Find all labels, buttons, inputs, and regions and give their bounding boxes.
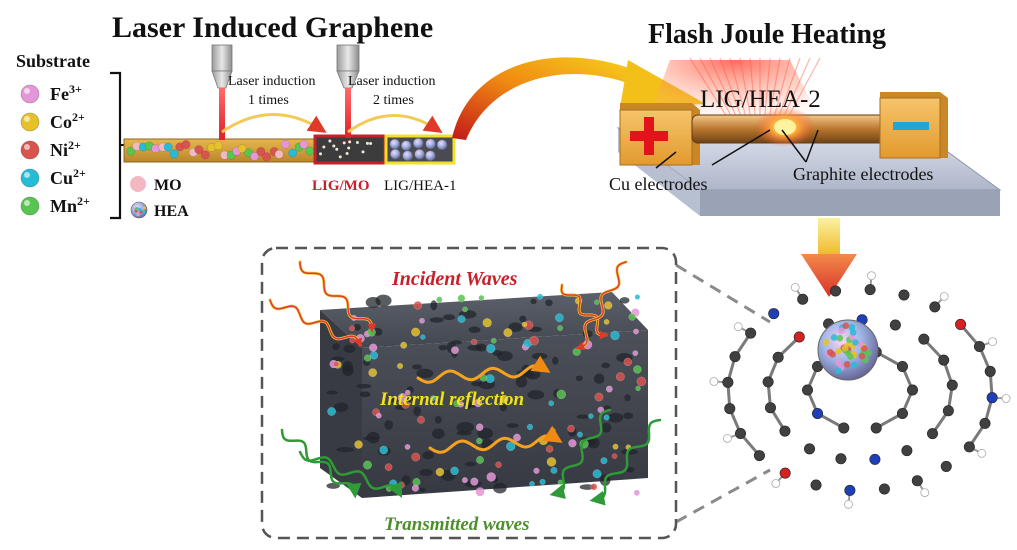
ion-dot-co bbox=[20, 112, 40, 132]
laser-beam-1 bbox=[219, 88, 225, 140]
hea-legend-label: HEA bbox=[154, 203, 189, 220]
legend: MO HEA bbox=[130, 176, 189, 220]
foam-pores bbox=[326, 294, 639, 494]
mo-legend-dot bbox=[130, 176, 146, 192]
cu-electrodes-label: Cu electrodes bbox=[609, 174, 707, 194]
lig-mo-segment bbox=[313, 134, 387, 165]
positive-sign-horizontal bbox=[630, 131, 668, 141]
foam-particles bbox=[327, 293, 647, 497]
ion-dot-fe bbox=[20, 84, 40, 104]
lig-hea1-label: LIG/HEA-1 bbox=[384, 178, 456, 194]
ion-dot-ni bbox=[20, 140, 40, 160]
molecular-structure bbox=[709, 271, 1011, 509]
ion-label-mn: Mn2+ bbox=[50, 194, 90, 216]
lig-hea1-particles bbox=[389, 137, 448, 161]
laser-induction-2-line1: Laser induction bbox=[348, 74, 435, 89]
ion-label-cu: Cu2+ bbox=[50, 166, 86, 188]
zoom-line-bottom bbox=[675, 468, 771, 524]
mo-legend-label: MO bbox=[154, 177, 182, 194]
laser-induction-arrow-2 bbox=[347, 114, 443, 134]
incident-waves-label: Incident Waves bbox=[391, 268, 518, 290]
laser-head-2 bbox=[336, 44, 360, 138]
substrate-panel: Substrate Fe3+ Co2+ Ni2+ Cu2+ Mn2+ bbox=[16, 51, 128, 220]
laser-induction-1-line1: Laser induction bbox=[228, 74, 315, 89]
lig-mo-specks bbox=[319, 139, 373, 159]
graphite-pointer-b bbox=[781, 129, 807, 163]
ion-dot-cu bbox=[20, 168, 40, 188]
laser-induction-2-line2: 2 times bbox=[373, 93, 414, 108]
hea-legend-texture bbox=[134, 206, 146, 217]
title-flash-joule-heating: Flash Joule Heating bbox=[648, 19, 886, 50]
laser-induction-arrow-1 bbox=[221, 113, 327, 134]
laser-head-1 bbox=[211, 44, 233, 140]
laser-induction-1-line2: 1 times bbox=[248, 93, 289, 108]
ion-label-fe: Fe3+ bbox=[50, 82, 82, 104]
substrate-strip bbox=[123, 138, 317, 163]
negative-sign bbox=[893, 122, 929, 130]
substrate-heading: Substrate bbox=[16, 51, 90, 71]
foam-block bbox=[320, 292, 648, 498]
title-laser-induced-graphene: Laser Induced Graphene bbox=[112, 11, 433, 44]
ion-label-ni: Ni2+ bbox=[50, 138, 81, 160]
lig-hea2-label: LIG/HEA-2 bbox=[700, 86, 821, 113]
laser-beam-2 bbox=[345, 88, 351, 138]
down-arrow bbox=[801, 218, 857, 297]
flash-joule-device bbox=[616, 57, 1002, 216]
ion-dot-mn bbox=[20, 196, 40, 216]
ion-label-co: Co2+ bbox=[50, 110, 85, 132]
lig-hea1-segment bbox=[384, 134, 456, 165]
ion-list: Fe3+ Co2+ Ni2+ Cu2+ Mn2+ bbox=[20, 82, 90, 216]
foam-inset-frame bbox=[260, 246, 678, 540]
transmitted-waves-label: Transmitted waves bbox=[384, 514, 530, 535]
internal-reflection-label: Internal reflection bbox=[379, 389, 524, 410]
lig-mo-label: LIG/MO bbox=[312, 178, 370, 194]
cu-electrode-pointer bbox=[655, 151, 677, 169]
substrate-bracket bbox=[110, 71, 122, 220]
graphite-pointer-c bbox=[805, 129, 819, 163]
graphite-pointer-a bbox=[711, 129, 771, 166]
zoom-line-top bbox=[675, 263, 771, 324]
wave-paths bbox=[268, 260, 662, 506]
graphite-electrodes-label: Graphite electrodes bbox=[793, 164, 933, 184]
